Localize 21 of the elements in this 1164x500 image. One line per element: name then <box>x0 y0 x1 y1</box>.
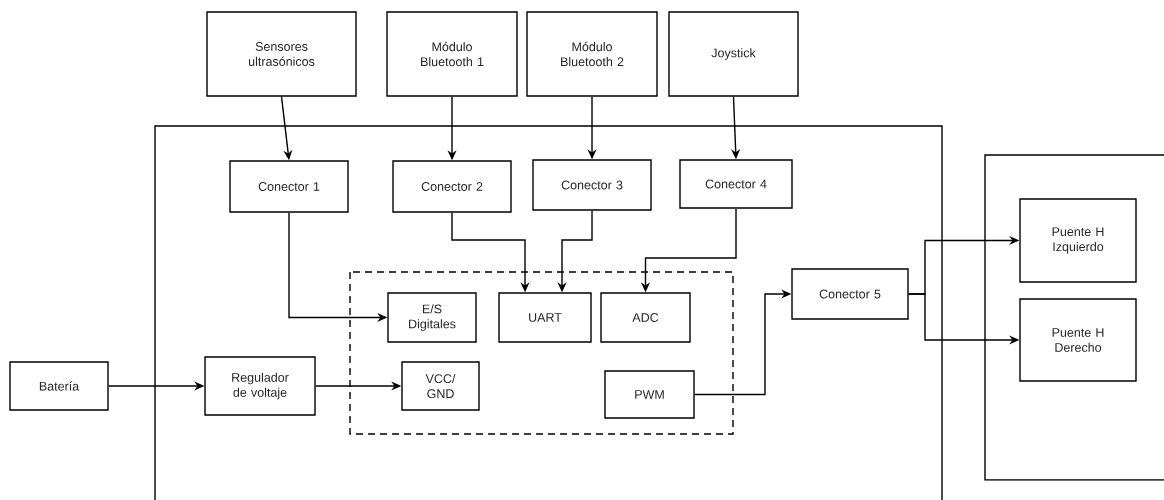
connector-box: Conector 5 <box>791 268 909 320</box>
connector-box: Conector 3 <box>532 159 652 211</box>
connector-box: Conector 4 <box>679 159 793 209</box>
joystick-box: Joystick <box>668 11 799 97</box>
power-box: VCC/ GND <box>401 361 480 411</box>
uart-box: UART <box>498 292 592 343</box>
pwm-box: PWM <box>604 370 695 419</box>
regulator-box: Regulador de voltaje <box>204 356 316 416</box>
sensor-box: Sensores ultrasónicos <box>206 11 357 97</box>
bridge-box: Puente H Izquierdo <box>1019 198 1137 283</box>
bridge-box: Puente H Derecho <box>1019 298 1137 382</box>
connector-box: Conector 2 <box>392 160 512 213</box>
battery-box: Batería <box>9 361 109 411</box>
adc-box: ADC <box>600 292 691 343</box>
module-box: Módulo Bluetooth 2 <box>526 11 658 97</box>
io-box: E/S Digitales <box>387 292 477 343</box>
board-outline <box>154 125 943 500</box>
module-box: Módulo Bluetooth 1 <box>386 11 518 97</box>
microcontroller-outline <box>349 271 734 435</box>
connector-box: Conector 1 <box>229 160 349 213</box>
driver-board-outline <box>984 154 1164 481</box>
